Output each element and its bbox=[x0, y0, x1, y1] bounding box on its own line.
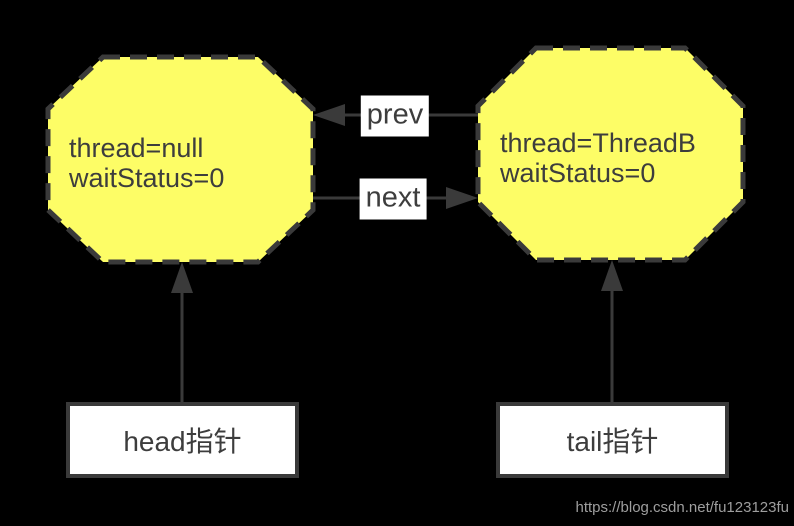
head-node-shape bbox=[45, 54, 316, 265]
head-node-thread-value: thread=null bbox=[69, 133, 204, 163]
tail-node-shape bbox=[475, 45, 746, 263]
head-pointer-label: head指针 bbox=[123, 426, 242, 457]
head-pointer-arrowhead-icon bbox=[171, 262, 193, 293]
head-pointer-box-shape bbox=[66, 402, 299, 478]
tail-node-thread-value: thread=ThreadB bbox=[500, 128, 696, 158]
watermark: https://blog.csdn.net/fu123123fu bbox=[575, 499, 790, 516]
tail-node-text: thread=ThreadB waitStatus=0 bbox=[500, 128, 696, 188]
prev-arrowhead-icon bbox=[313, 104, 345, 126]
head-node-text: thread=null waitStatus=0 bbox=[69, 133, 224, 193]
tail-node-waitstatus-value: waitStatus=0 bbox=[500, 158, 656, 188]
head-node-waitstatus-value: waitStatus=0 bbox=[69, 163, 225, 193]
tail-pointer-label: tail指针 bbox=[566, 426, 659, 457]
prev-edge-label: prev bbox=[360, 95, 430, 137]
tail-pointer-arrowhead-icon bbox=[601, 260, 623, 291]
tail-pointer-box-shape bbox=[496, 402, 729, 478]
next-arrowhead-icon bbox=[446, 187, 478, 209]
next-edge-label: next bbox=[359, 178, 427, 220]
